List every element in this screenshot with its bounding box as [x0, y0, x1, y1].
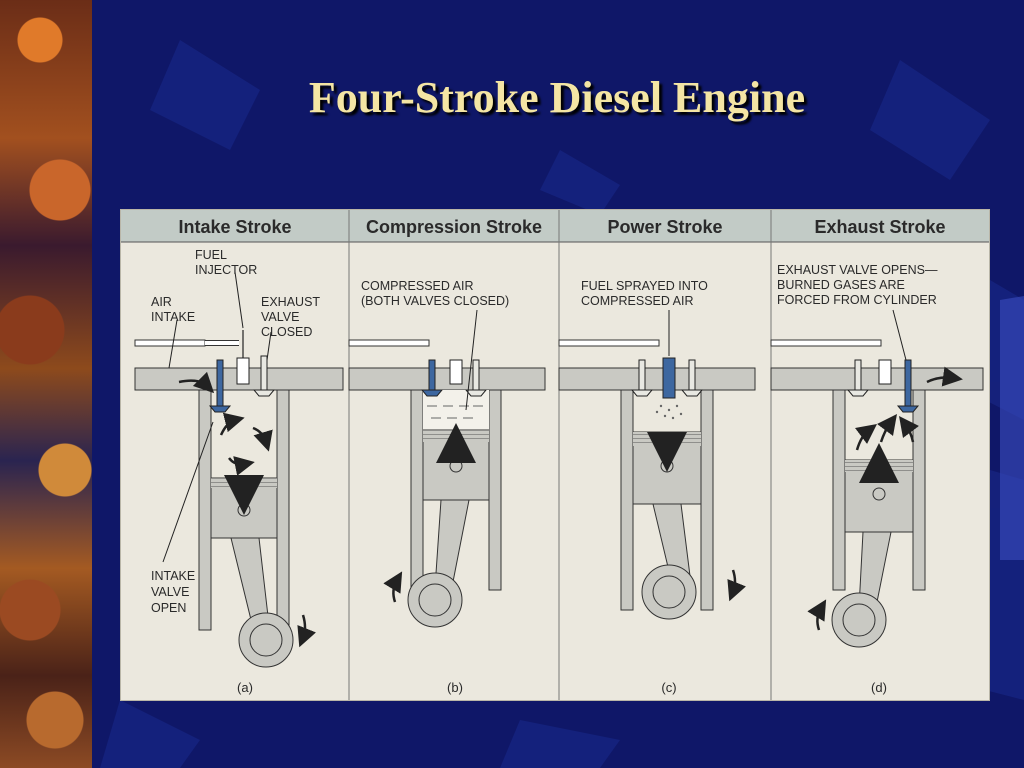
engine-power-stroke [558, 310, 756, 620]
panel-header-power: Power Stroke [607, 217, 722, 237]
label-exhaust-opens-1: EXHAUST VALVE OPENS— [777, 263, 938, 277]
label-exhaust-valve-closed-3: CLOSED [261, 325, 312, 339]
label-exhaust-opens-3: FORCED FROM CYLINDER [777, 293, 937, 307]
panel-header-compression: Compression Stroke [366, 217, 542, 237]
label-fuel-sprayed-1: FUEL SPRAYED INTO [581, 279, 708, 293]
label-exhaust-opens-2: BURNED GASES ARE [777, 278, 905, 292]
engine-exhaust-stroke [770, 309, 984, 648]
slide-title: Four-Stroke Diesel Engine [308, 73, 806, 122]
label-compressed-air-1: COMPRESSED AIR [361, 279, 474, 293]
label-compressed-air-2: (BOTH VALVES CLOSED) [361, 294, 509, 308]
caption-a: (a) [237, 680, 253, 695]
label-intake-valve-open-1: INTAKE [151, 569, 195, 583]
label-air-intake-2: INTAKE [151, 310, 195, 324]
label-exhaust-valve-closed-1: EXHAUST [261, 295, 320, 309]
header-band [121, 210, 989, 242]
caption-b: (b) [447, 680, 463, 695]
engine-diagram-figure: Intake Stroke Compression Stroke Power S… [120, 209, 990, 701]
engine-intake-stroke [134, 271, 344, 668]
engine-compression-stroke [348, 309, 546, 628]
engine-diagram: Intake Stroke Compression Stroke Power S… [121, 210, 989, 700]
decorative-gear-strip [0, 0, 92, 768]
panel-header-intake: Intake Stroke [178, 217, 291, 237]
panel-header-exhaust: Exhaust Stroke [814, 217, 945, 237]
label-fuel-sprayed-2: COMPRESSED AIR [581, 294, 694, 308]
label-exhaust-valve-closed-2: VALVE [261, 310, 299, 324]
label-intake-valve-open-2: VALVE [151, 585, 189, 599]
label-air-intake-1: AIR [151, 295, 172, 309]
label-fuel-injector-2: INJECTOR [195, 263, 257, 277]
caption-c: (c) [661, 680, 676, 695]
caption-d: (d) [871, 680, 887, 695]
label-fuel-injector-1: FUEL [195, 248, 227, 262]
label-intake-valve-open-3: OPEN [151, 601, 186, 615]
